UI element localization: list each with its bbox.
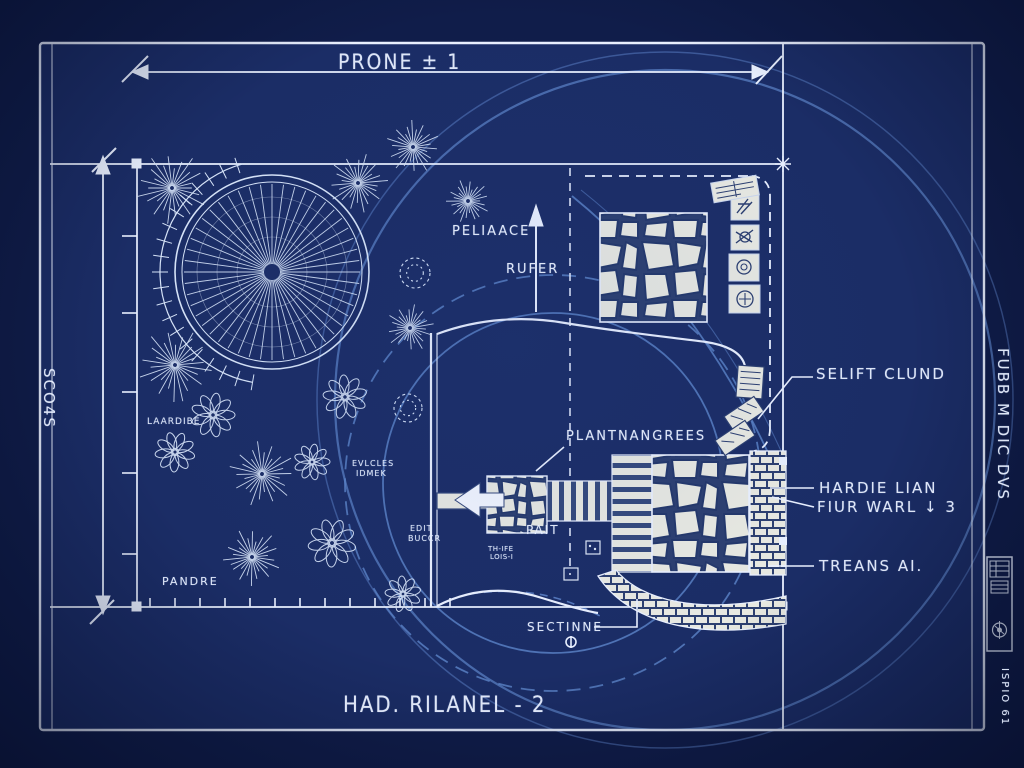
legend-tile-icon-3 (728, 253, 760, 282)
label-edit-1: EDIT (410, 524, 433, 533)
note-fiur: FIUR WARL ↓ 3 (817, 498, 957, 516)
top-dimension-label: PRONE ± 1 (338, 50, 462, 74)
label-evlcles-1: EVLCLES (352, 459, 395, 468)
board-walkway (546, 480, 613, 522)
sheet-title: HAD. RILANEL - 2 (343, 693, 547, 718)
note-hardie: HARDIE LIAN (819, 479, 938, 497)
label-section: SECTINNE (527, 620, 603, 634)
title-block-grid-icon (989, 560, 1010, 578)
upper-flagstone-patio (599, 212, 708, 323)
label-pandre: PANDRE (162, 575, 219, 588)
label-edit-2: BUCCR (408, 534, 442, 543)
right-margin-text: FUBB M DIC DVS (994, 348, 1012, 501)
label-evlcles-2: IDMEK (356, 469, 387, 478)
note-selift: SELIFT CLUND (816, 365, 946, 383)
label-path: PAIT (526, 523, 560, 537)
label-rufer: RUFER (506, 262, 560, 277)
deck-strip (611, 454, 653, 573)
legend-tile-icon-4 (728, 284, 761, 314)
title-block (986, 556, 1013, 652)
label-terrace: PELIAACE (452, 224, 531, 239)
compass-dial-icon (991, 621, 1008, 639)
label-thife-2: LOIS-I (490, 553, 514, 561)
main-flagstone-patio (651, 454, 750, 573)
left-margin-text: SCO4S (40, 368, 58, 429)
legend-tile-icon-2 (730, 224, 760, 251)
brick-wall-right (749, 450, 787, 576)
corner-number: ISPIO 61 (999, 668, 1010, 727)
label-thife-1: TH-IFE (488, 545, 514, 553)
label-planters: PLANTNANGREES (566, 429, 707, 444)
paper-area (40, 43, 984, 730)
label-laardibe: LAARDIBE (147, 417, 201, 427)
corner-star-marker (775, 156, 791, 172)
note-treans: TREANS AI. (819, 557, 924, 575)
